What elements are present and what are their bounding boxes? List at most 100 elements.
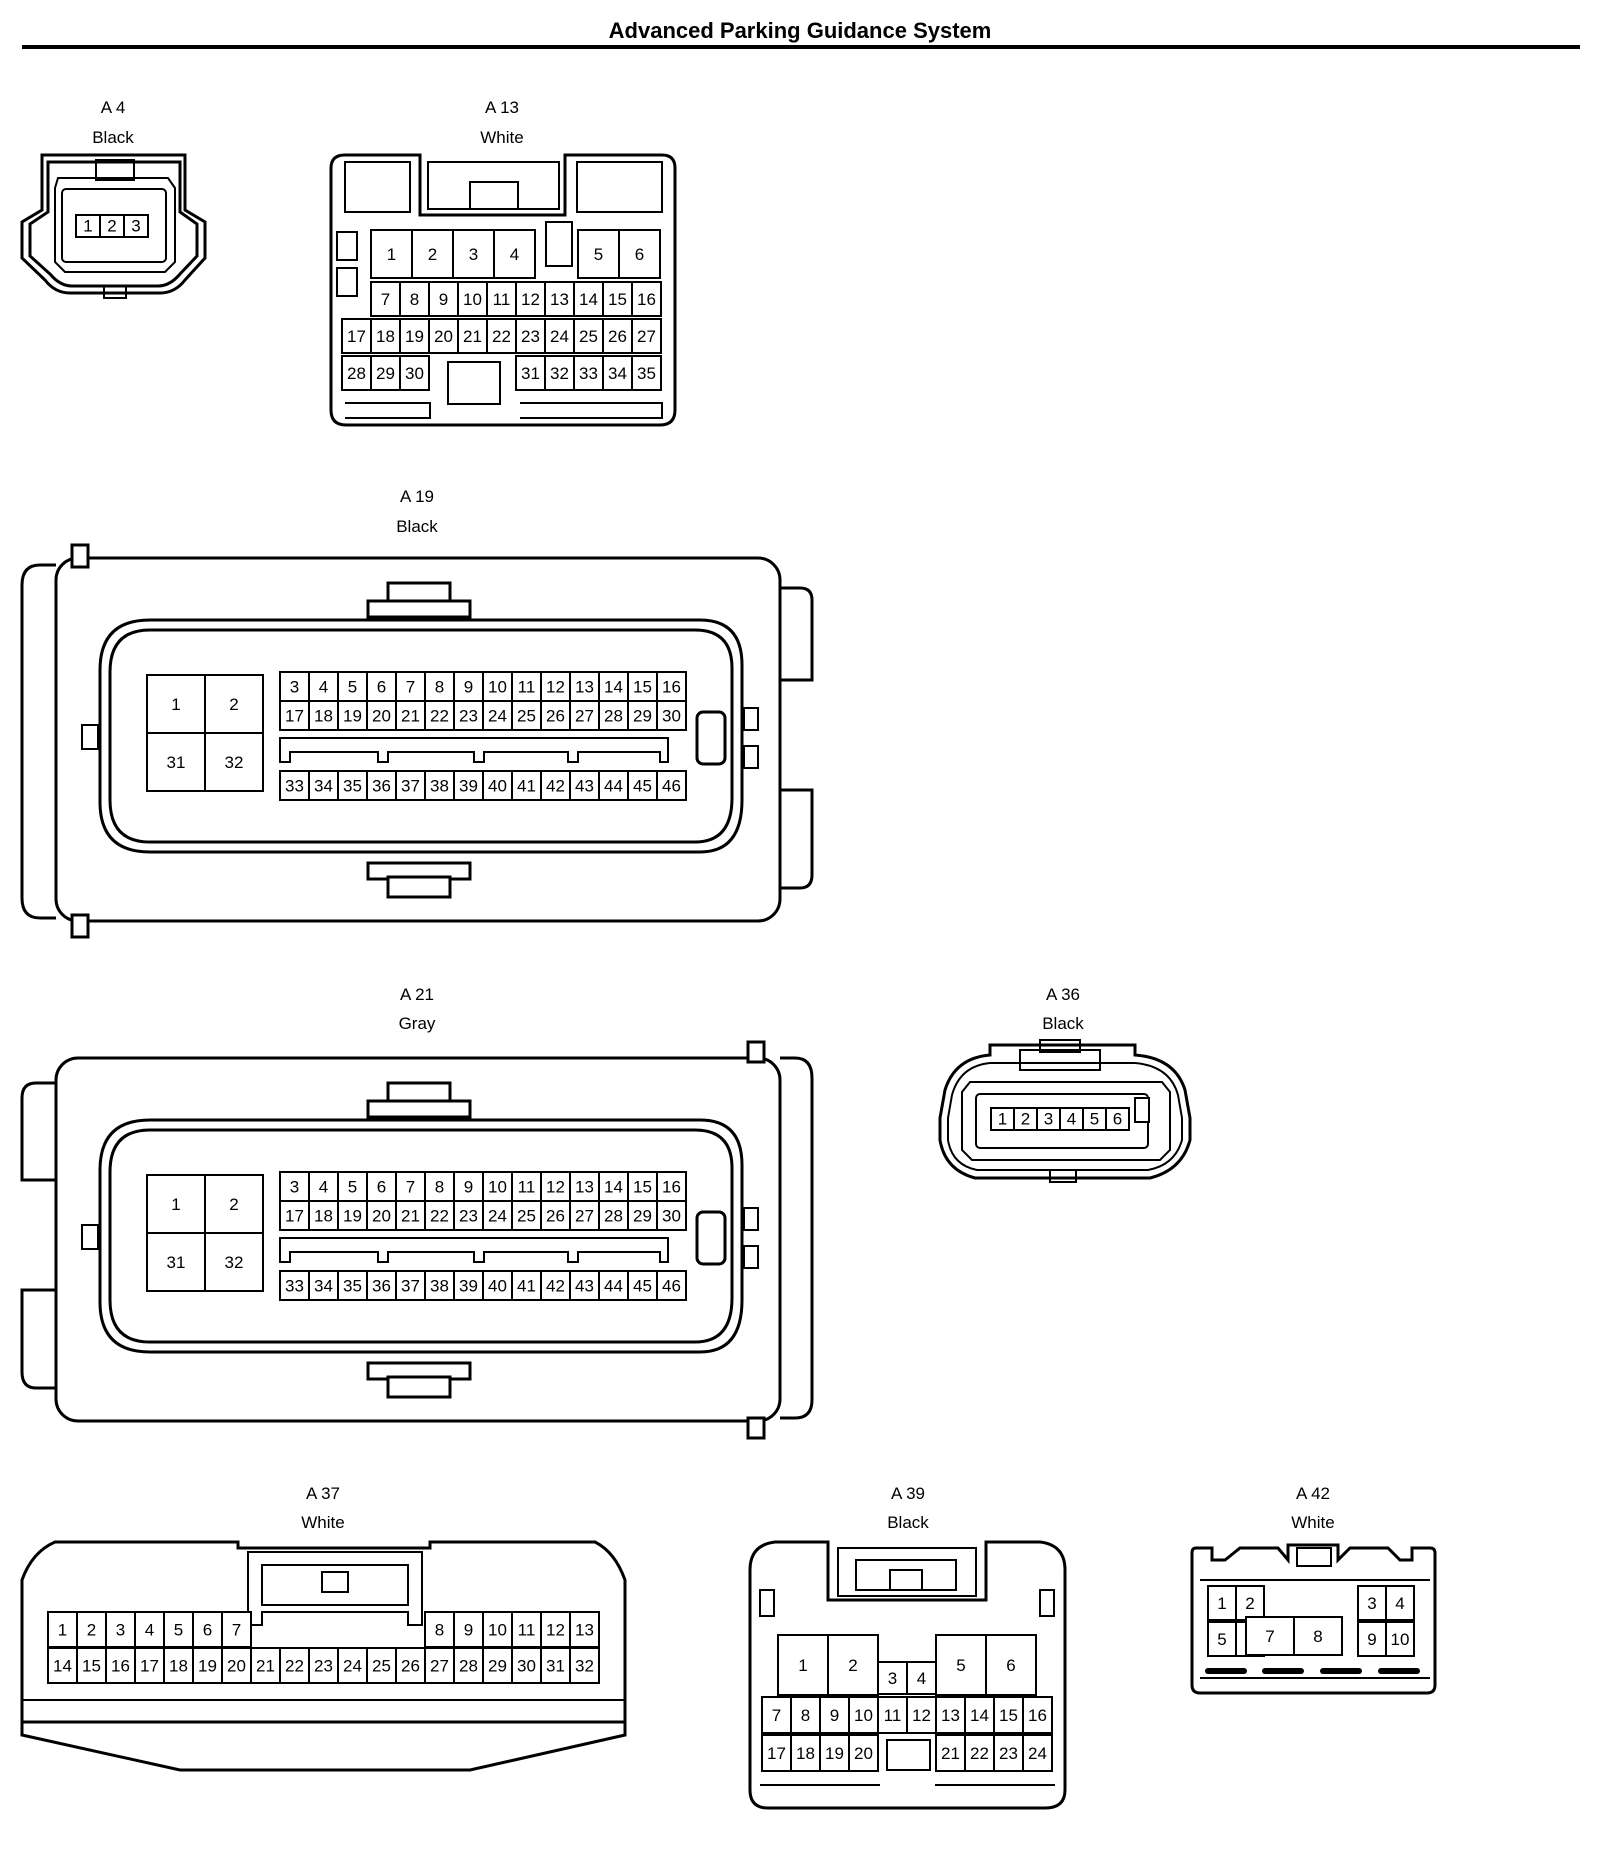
pin-label: 3 <box>888 1669 897 1688</box>
pin-label: 39 <box>459 776 478 795</box>
pin-a13-6: 6 <box>618 229 661 279</box>
connector-a21-code: A 21 <box>400 985 434 1004</box>
pin-a42-8: 8 <box>1293 1616 1343 1656</box>
pin-a39-5: 5 <box>935 1634 987 1696</box>
pin-label: 15 <box>999 1706 1018 1725</box>
pin-label: 6 <box>1006 1656 1015 1675</box>
pin-a21-1: 1 <box>146 1174 206 1234</box>
pin-a13-27: 27 <box>631 318 662 354</box>
pin-label: 1 <box>171 1195 180 1214</box>
pin-a19-32: 32 <box>204 732 264 792</box>
pin-a21-35: 35 <box>337 1270 368 1301</box>
pin-a37-24: 24 <box>337 1647 368 1684</box>
pin-a37-26: 26 <box>395 1647 426 1684</box>
pin-label: 46 <box>662 1276 681 1295</box>
pin-label: 22 <box>430 1206 449 1225</box>
pin-a19-45: 45 <box>627 770 658 801</box>
pin-a42-3: 3 <box>1357 1585 1387 1621</box>
pin-a21-38: 38 <box>424 1270 455 1301</box>
pin-label: 8 <box>410 290 419 309</box>
pin-label: 6 <box>377 677 386 696</box>
pin-label: 38 <box>430 1276 449 1295</box>
pin-a39-23: 23 <box>993 1734 1024 1772</box>
pin-a19-44: 44 <box>598 770 629 801</box>
pin-label: 12 <box>912 1706 931 1725</box>
pin-label: 31 <box>546 1657 565 1676</box>
pin-label: 44 <box>604 1276 623 1295</box>
pin-label: 40 <box>488 776 507 795</box>
pin-a21-46: 46 <box>656 1270 687 1301</box>
connector-a19-color: Black <box>396 517 438 536</box>
pin-label: 12 <box>546 677 565 696</box>
pin-label: 31 <box>167 1253 186 1272</box>
pin-a19-16: 16 <box>656 671 687 702</box>
pin-label: 2 <box>1245 1594 1254 1613</box>
pin-a39-12: 12 <box>906 1696 937 1734</box>
pin-label: 10 <box>488 1177 507 1196</box>
pin-label: 41 <box>517 776 536 795</box>
pin-a13-11: 11 <box>486 281 517 317</box>
pin-label: 8 <box>1313 1627 1322 1646</box>
pin-label: 21 <box>401 706 420 725</box>
pin-a21-22: 22 <box>424 1200 455 1231</box>
pin-a19-7: 7 <box>395 671 426 702</box>
pin-label: 11 <box>493 290 511 309</box>
pin-a21-24: 24 <box>482 1200 513 1231</box>
pin-label: 16 <box>1028 1706 1047 1725</box>
pin-a19-26: 26 <box>540 700 571 731</box>
pin-a21-34: 34 <box>308 1270 339 1301</box>
pin-label: 5 <box>1217 1630 1226 1649</box>
pin-label: 36 <box>372 1276 391 1295</box>
pin-a37-14: 14 <box>47 1647 78 1684</box>
pin-label: 20 <box>372 1206 391 1225</box>
pin-label: 38 <box>430 776 449 795</box>
pin-label: 18 <box>376 327 395 346</box>
pin-a21-8: 8 <box>424 1171 455 1202</box>
connector-a4: A 4 Black <box>20 98 207 299</box>
pin-label: 21 <box>401 1206 420 1225</box>
connector-a42-color: White <box>1291 1513 1334 1532</box>
pin-label: 16 <box>662 1177 681 1196</box>
pin-label: 29 <box>633 706 652 725</box>
pin-a19-17: 17 <box>279 700 310 731</box>
pin-label: 23 <box>459 706 478 725</box>
pin-a21-7: 7 <box>395 1171 426 1202</box>
pin-label: 20 <box>434 327 453 346</box>
pin-a19-35: 35 <box>337 770 368 801</box>
pin-a21-29: 29 <box>627 1200 658 1231</box>
pin-label: 6 <box>1113 1109 1122 1128</box>
pin-a19-3: 3 <box>279 671 310 702</box>
pin-label: 10 <box>854 1706 873 1725</box>
pin-a13-22: 22 <box>486 318 517 354</box>
pin-label: 33 <box>285 776 304 795</box>
pin-label: 41 <box>517 1276 536 1295</box>
pin-a13-4: 4 <box>493 229 536 279</box>
pin-label: 1 <box>387 245 396 264</box>
pin-a39-13: 13 <box>935 1696 966 1734</box>
pin-a13-10: 10 <box>457 281 488 317</box>
pin-label: 2 <box>229 695 238 714</box>
pin-a39-21: 21 <box>935 1734 966 1772</box>
connector-a13-color: White <box>480 128 523 147</box>
pin-a21-17: 17 <box>279 1200 310 1231</box>
pin-label: 15 <box>633 1177 652 1196</box>
pin-a21-28: 28 <box>598 1200 629 1231</box>
pin-label: 2 <box>229 1195 238 1214</box>
connector-a4-housing <box>20 153 207 299</box>
pin-label: 10 <box>488 677 507 696</box>
pin-label: 35 <box>343 776 362 795</box>
pin-a13-30: 30 <box>399 355 430 391</box>
pin-a21-27: 27 <box>569 1200 600 1231</box>
pin-label: 31 <box>167 753 186 772</box>
pin-label: 35 <box>637 364 656 383</box>
pin-label: 5 <box>348 1177 357 1196</box>
pin-a37-6: 6 <box>192 1611 223 1648</box>
pin-label: 30 <box>662 1206 681 1225</box>
pin-label: 7 <box>406 1177 415 1196</box>
pin-a19-14: 14 <box>598 671 629 702</box>
pin-a19-39: 39 <box>453 770 484 801</box>
pin-label: 36 <box>372 776 391 795</box>
pin-a19-10: 10 <box>482 671 513 702</box>
pin-a19-4: 4 <box>308 671 339 702</box>
connector-a36-code: A 36 <box>1046 985 1080 1004</box>
